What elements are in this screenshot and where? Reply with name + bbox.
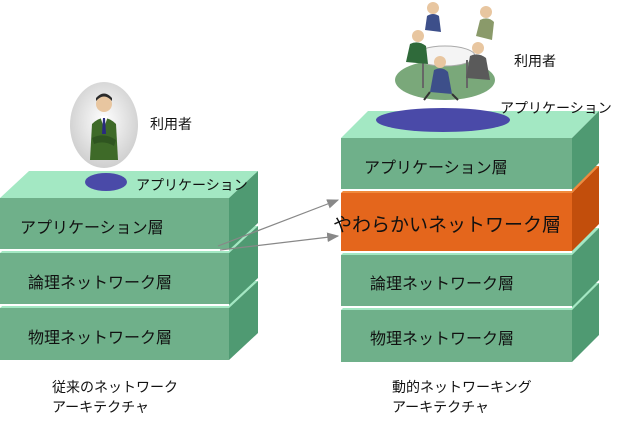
right-layer-soft-label: やわらかいネットワーク層 bbox=[333, 214, 562, 236]
right-caption-line2: アーキテクチャ bbox=[392, 400, 490, 416]
person-silhouette-icon bbox=[70, 82, 138, 168]
left-caption-line1: 従来のネットワーク bbox=[52, 380, 178, 396]
left-application-layer bbox=[0, 171, 258, 306]
right-caption: 動的ネットワーキング アーキテクチャ bbox=[392, 378, 532, 418]
right-app-label: アプリケーション bbox=[500, 101, 612, 117]
right-user-label: 利用者 bbox=[514, 54, 556, 70]
left-layer-physical-label: 物理ネットワーク層 bbox=[28, 328, 173, 347]
left-layer-logical-label: 論理ネットワーク層 bbox=[28, 273, 173, 292]
left-app-label: アプリケーション bbox=[136, 178, 248, 194]
right-stack bbox=[341, 108, 599, 362]
right-app-disc bbox=[376, 108, 510, 132]
left-user-label: 利用者 bbox=[150, 117, 192, 133]
meeting-group-icon bbox=[395, 2, 495, 101]
right-layer-logical-label: 論理ネットワーク層 bbox=[370, 274, 515, 293]
left-caption-line2: アーキテクチャ bbox=[52, 400, 150, 416]
left-app-disc bbox=[85, 173, 127, 191]
left-stack bbox=[0, 171, 258, 360]
right-layer-application-label: アプリケーション層 bbox=[364, 158, 508, 177]
left-layer-application-label: アプリケーション層 bbox=[20, 218, 164, 237]
migration-arrows bbox=[217, 199, 340, 251]
right-caption-line1: 動的ネットワーキング bbox=[392, 380, 532, 396]
right-layer-physical-label: 物理ネットワーク層 bbox=[370, 329, 515, 348]
left-caption: 従来のネットワーク アーキテクチャ bbox=[52, 378, 178, 418]
